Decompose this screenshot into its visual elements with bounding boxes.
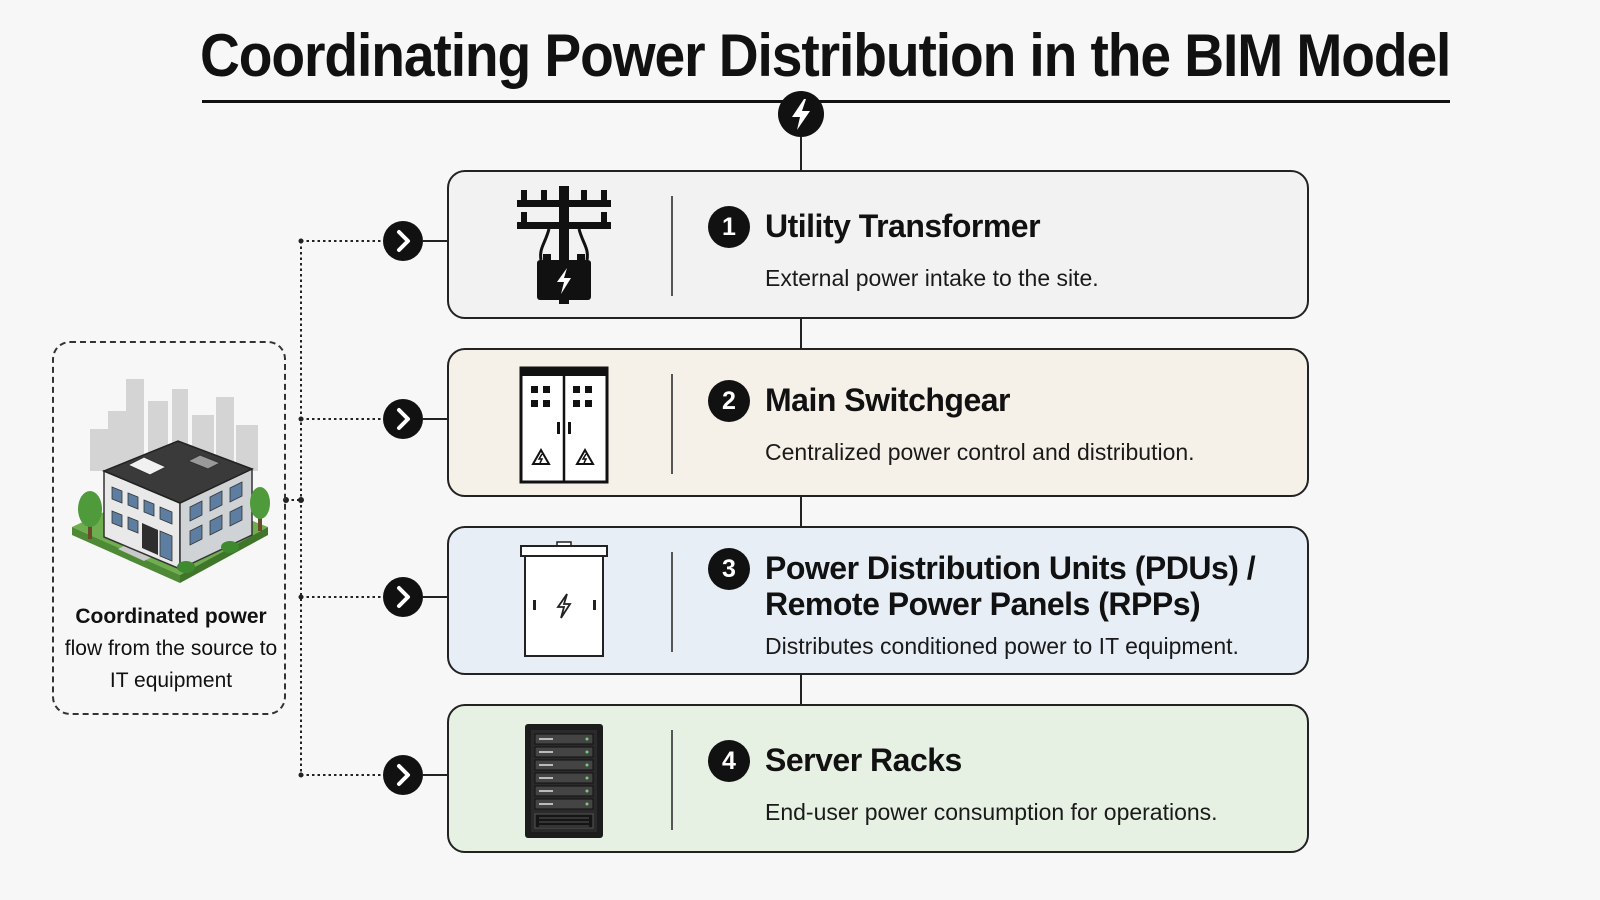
chevron-right-icon [383, 399, 423, 439]
summary-description: flow from the source to IT equipment [64, 637, 278, 692]
step-number-badge: 2 [708, 380, 750, 422]
server-rack-icon [525, 724, 603, 838]
switchgear-cabinet-icon [519, 366, 609, 484]
building-illustration-icon [72, 379, 270, 583]
step-number-badge: 4 [708, 740, 750, 782]
step-card-power-distribution-units: 3 Power Distribution Units (PDUs) / Remo… [447, 526, 1309, 675]
step-number-badge: 3 [708, 548, 750, 590]
summary-box: Coordinated power flow from the source t… [52, 341, 286, 715]
lightning-bolt-icon [778, 91, 824, 137]
page-title: Coordinating Power Distribution in the B… [200, 22, 1451, 89]
distribution-panel-icon [520, 541, 608, 657]
summary-heading: Coordinated power [75, 605, 267, 628]
step-title: Main Switchgear [765, 382, 1011, 418]
step-title: Server Racks [765, 742, 962, 778]
card-divider [671, 374, 673, 474]
step-description: End-user power consumption for operation… [765, 799, 1218, 825]
card-divider [671, 730, 673, 830]
dotted-branches [286, 240, 383, 776]
step-card-main-switchgear: 2 Main Switchgear Centralized power cont… [447, 348, 1309, 497]
step-card-utility-transformer: 1 Utility Transformer External power int… [447, 170, 1309, 319]
card-divider [671, 196, 673, 296]
summary-caption: Coordinated power flow from the source t… [60, 601, 282, 697]
step-description: Distributes conditioned power to IT equi… [765, 633, 1239, 659]
step-card-server-racks: 4 Server Racks End-user power consumptio… [447, 704, 1309, 853]
chevron-right-icon [383, 577, 423, 617]
step-description: Centralized power control and distributi… [765, 439, 1195, 465]
utility-pole-transformer-icon [517, 186, 611, 304]
card-divider [671, 552, 673, 652]
chevron-right-icon [383, 221, 423, 261]
title-underline [202, 100, 1450, 103]
step-title: Power Distribution Units (PDUs) / Remote… [765, 550, 1256, 622]
chevron-right-icon [383, 755, 423, 795]
arrow-card-links [423, 240, 447, 776]
step-number-badge: 1 [708, 206, 750, 248]
step-title: Utility Transformer [765, 208, 1041, 244]
step-description: External power intake to the site. [765, 265, 1099, 291]
